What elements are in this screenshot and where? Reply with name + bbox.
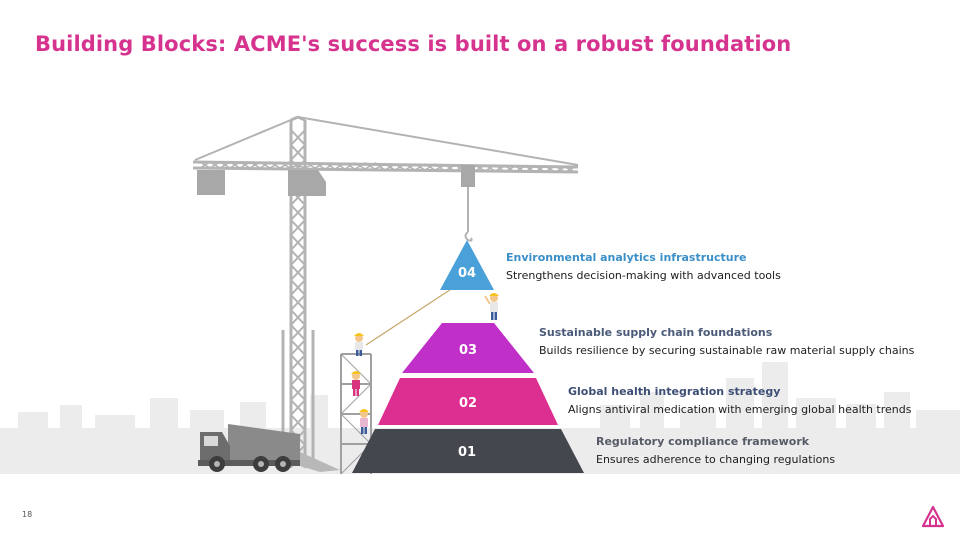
- acme-logo-icon: [921, 505, 945, 528]
- worker-top: [354, 333, 364, 356]
- construction-worker-figures: [351, 293, 499, 434]
- level-number-02: 02: [459, 396, 477, 411]
- pyramid-level-01: [352, 429, 584, 473]
- level-04-label: Environmental analytics infrastructure S…: [506, 250, 781, 284]
- worker-middle: [351, 371, 361, 396]
- level-03-heading: Sustainable supply chain foundations: [539, 326, 773, 339]
- level-04-description: Strengthens decision-making with advance…: [506, 269, 781, 282]
- slide-title: Building Blocks: ACME's success is built…: [35, 32, 792, 56]
- level-number-01: 01: [458, 445, 476, 460]
- pyramid-level-03: [402, 323, 534, 373]
- level-01-heading: Regulatory compliance framework: [596, 435, 810, 448]
- worker-lower: [359, 409, 369, 434]
- level-03-description: Builds resilience by securing sustainabl…: [539, 344, 915, 357]
- level-number-03: 03: [459, 343, 477, 358]
- level-02-label: Global health integration strategy Align…: [568, 384, 911, 418]
- dump-truck-illustration: [198, 424, 340, 472]
- pyramid: 04 03 02 01: [352, 240, 584, 473]
- level-02-heading: Global health integration strategy: [568, 385, 781, 398]
- pyramid-level-04: [440, 240, 494, 290]
- worker-pyramid: [484, 293, 499, 320]
- level-number-04: 04: [458, 266, 476, 281]
- level-03-label: Sustainable supply chain foundations Bui…: [539, 325, 914, 359]
- level-04-heading: Environmental analytics infrastructure: [506, 251, 747, 264]
- pyramid-level-02: [378, 378, 558, 425]
- level-01-label: Regulatory compliance framework Ensures …: [596, 434, 835, 468]
- page-number: 18: [22, 510, 33, 519]
- level-01-description: Ensures adherence to changing regulation…: [596, 453, 836, 466]
- level-02-description: Aligns antiviral medication with emergin…: [568, 403, 912, 416]
